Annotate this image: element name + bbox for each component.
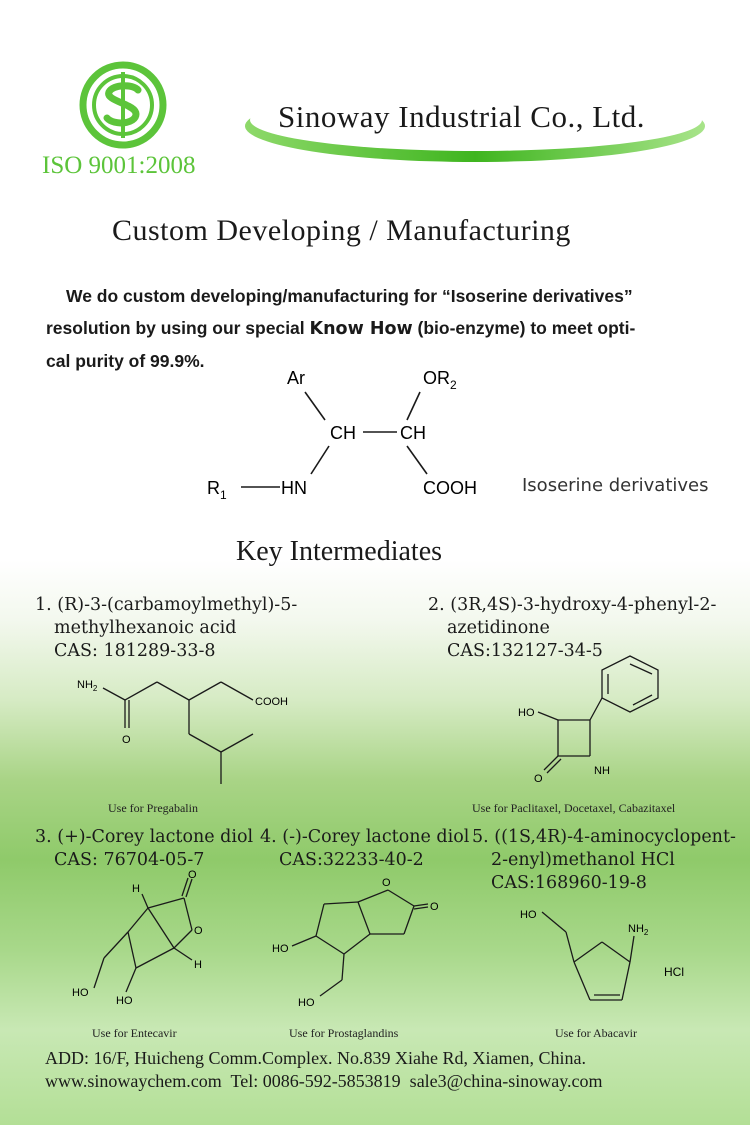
section-title: Key Intermediates [236, 536, 443, 567]
intro-line-3: cal purity of 99.9%. [46, 351, 205, 371]
company-logo [78, 60, 168, 150]
page-title: Custom Developing / Manufacturing [112, 214, 571, 247]
use-caption: Use for Abacavir [555, 1026, 637, 1040]
use-caption: Use for Pregabalin [108, 801, 198, 815]
know-how-emphasis: Know How [309, 319, 413, 339]
intermediate-3: 3. (+)-Corey lactone diol CAS: 76704-05-… [35, 826, 253, 872]
use-caption: Use for Prostaglandins [289, 1026, 399, 1040]
aryl-label: Ar [287, 368, 305, 388]
intermediate-1: 1. (R)-3-(carbamoylmethyl)-5- methylhexa… [35, 594, 297, 663]
hydroxy-label: HO [518, 707, 535, 719]
azetidinone-structure: HO O NH [518, 655, 659, 785]
ch-label-1: CH [330, 423, 356, 443]
intermediate-2: 2. (3R,4S)-3-hydroxy-4-phenyl-2- azetidi… [428, 594, 716, 663]
item-name: 2. (3R,4S)-3-hydroxy-4-phenyl-2- [428, 595, 717, 615]
item-name: 1. (R)-3-(carbamoylmethyl)-5- [35, 595, 298, 615]
intro-text: resolution by using our special [46, 318, 310, 338]
hydroxy-label: HO [520, 909, 537, 921]
cas-number: CAS:168960-19-8 [491, 873, 647, 893]
corey-lactone-plus-structure: H H O O HO HO [72, 869, 203, 1007]
carbonyl-o-label: O [534, 773, 543, 785]
cooh-label: COOH [255, 696, 288, 708]
banner-swoosh [245, 89, 705, 162]
company-name: Sinoway Industrial Co., Ltd. [278, 99, 646, 134]
carbonyl-o-label: O [188, 869, 197, 881]
iso-certification: ISO 9001:2008 [42, 152, 196, 179]
aminocyclopentenyl-methanol-structure: HO NH2 HCl [520, 909, 684, 1001]
intro-line-2: resolution by using our special Know How… [46, 312, 716, 345]
h-label: H [194, 959, 202, 971]
intermediate-4: 4. (-)-Corey lactone diol CAS:32233-40-2 [260, 826, 469, 872]
item-name: 5. ((1S,4R)-4-aminocyclopent- [472, 827, 736, 847]
hydroxy-label: HO [116, 995, 133, 1007]
use-caption: Use for Paclitaxel, Docetaxel, Cabazitax… [472, 801, 676, 815]
intermediate-5: 5. ((1S,4R)-4-aminocyclopent- 2-enyl)met… [472, 826, 736, 895]
hcl-label: HCl [664, 965, 684, 979]
pregabalin-intermediate-structure: NH2 O COOH [77, 679, 288, 784]
nh-label: NH [594, 765, 610, 777]
ch-label-2: CH [400, 423, 426, 443]
ring-o-label: O [382, 877, 391, 889]
hn-label: HN [281, 478, 307, 498]
item-name: 3. (+)-Corey lactone diol [35, 827, 254, 847]
hydroxy-label: HO [72, 987, 89, 999]
intro-paragraph: We do custom developing/manufacturing fo… [46, 280, 716, 377]
cas-number: CAS: 76704-05-7 [54, 850, 205, 870]
intro-line-1: We do custom developing/manufacturing fo… [66, 286, 633, 306]
isoserine-caption: Isoserine derivatives [522, 475, 709, 496]
hydroxy-label: HO [272, 943, 289, 955]
cas-number: CAS: 181289-33-8 [54, 641, 216, 661]
cooh-label: COOH [423, 478, 477, 498]
nh2-label: NH2 [77, 679, 98, 693]
ring-o-label: O [194, 925, 203, 937]
item-name: methylhexanoic acid [54, 618, 237, 638]
sinoway-logo-icon [79, 61, 167, 149]
cas-number: CAS:32233-40-2 [279, 850, 424, 870]
item-name: azetidinone [447, 618, 550, 638]
use-caption: Use for Entecavir [92, 1026, 177, 1040]
footer-contact: www.sinowaychem.com Tel: 0086-592-585381… [45, 1071, 603, 1091]
or-label: OR2 [423, 368, 457, 392]
carbonyl-o-label: O [430, 901, 439, 913]
item-name: 4. (-)-Corey lactone diol [260, 827, 470, 847]
footer-address: ADD: 16/F, Huicheng Comm.Complex. No.839… [45, 1048, 587, 1068]
amine-label: NH2 [628, 923, 649, 937]
h-label: H [132, 883, 140, 895]
r1-label: R1 [207, 478, 227, 502]
hydroxy-label: HO [298, 997, 315, 1009]
carbonyl-o-label: O [122, 734, 131, 746]
cas-number: CAS:132127-34-5 [447, 641, 603, 661]
company-banner [240, 82, 710, 172]
intro-text: (bio-enzyme) to meet opti- [412, 318, 636, 338]
isoserine-structure: Ar OR2 CH CH R1 HN COOH [207, 368, 477, 502]
item-name: 2-enyl)methanol HCl [491, 850, 675, 870]
corey-lactone-minus-structure: O O HO HO [272, 877, 439, 1009]
